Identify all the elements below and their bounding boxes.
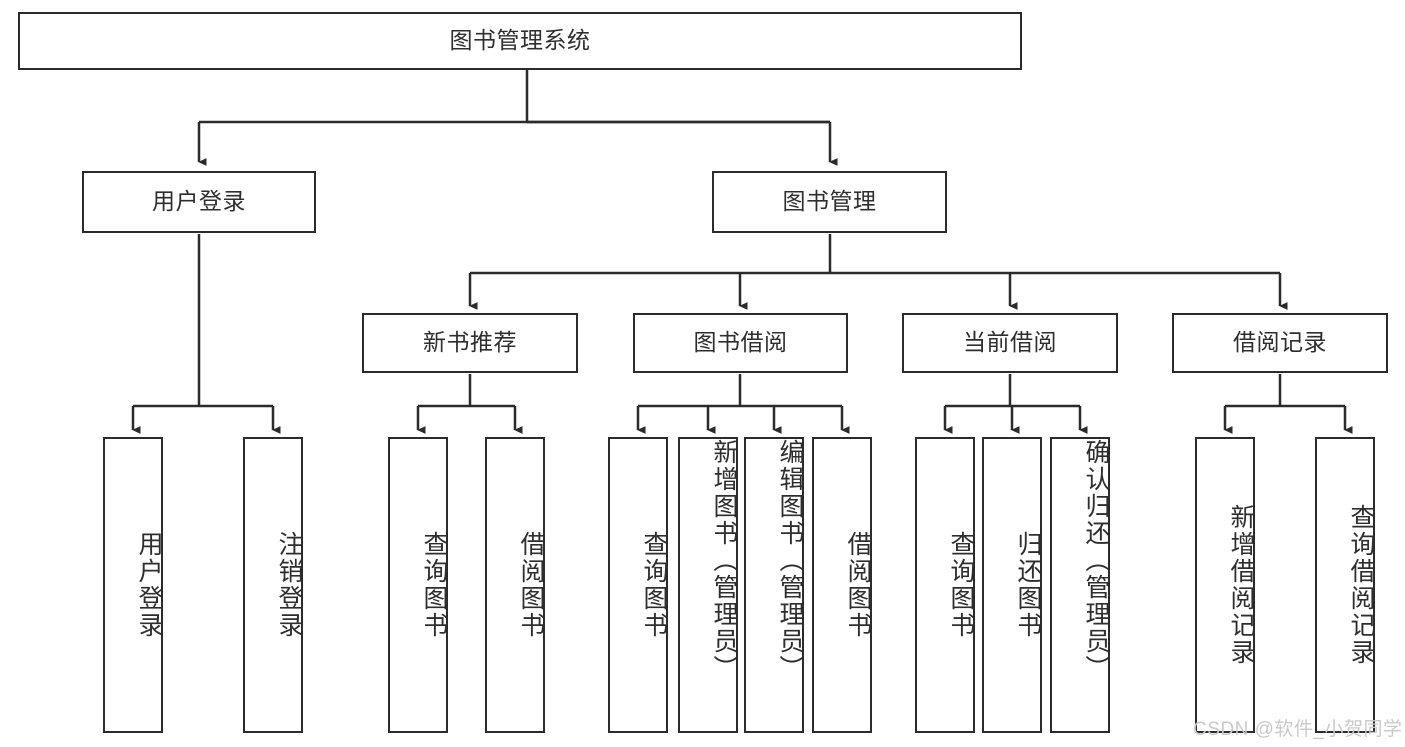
node-label: 编辑图书（管理员） — [776, 439, 804, 682]
watermark-text: CSDN @软件_小贺同学 — [1193, 719, 1403, 740]
node-label: 当前借阅 — [963, 329, 1057, 356]
leaf-user-login[interactable]: 用户登录 — [103, 437, 163, 733]
node-label: 归还图书 — [1014, 531, 1042, 639]
node-book-borrow[interactable]: 图书借阅 — [633, 313, 848, 373]
node-label: 注销登录 — [275, 531, 303, 639]
leaf-edit-book-admin[interactable]: 编辑图书（管理员） — [744, 437, 804, 733]
node-new-book-recommend[interactable]: 新书推荐 — [362, 313, 578, 373]
leaf-add-book-admin[interactable]: 新增图书（管理员） — [678, 437, 738, 733]
node-current-borrow[interactable]: 当前借阅 — [902, 313, 1118, 373]
node-label: 查询图书 — [947, 531, 975, 639]
node-user-login[interactable]: 用户登录 — [82, 171, 316, 233]
leaf-add-borrow-record[interactable]: 新增借阅记录 — [1195, 437, 1255, 733]
leaf-return-book[interactable]: 归还图书 — [982, 437, 1042, 733]
node-label: 查询图书 — [640, 531, 668, 639]
node-label: 借阅图书 — [517, 531, 545, 639]
leaf-logout-login[interactable]: 注销登录 — [243, 437, 303, 733]
node-label: 用户登录 — [152, 188, 246, 215]
node-borrow-record[interactable]: 借阅记录 — [1172, 313, 1388, 373]
leaf-borrow-book[interactable]: 借阅图书 — [812, 437, 872, 733]
node-label: 图书管理 — [782, 188, 877, 215]
node-root-book-management-system[interactable]: 图书管理系统 — [18, 12, 1022, 70]
node-label: 查询借阅记录 — [1347, 504, 1375, 666]
node-label: 查询图书 — [420, 531, 448, 639]
leaf-confirm-return-admin[interactable]: 确认归还（管理员） — [1050, 437, 1110, 733]
node-label: 新增图书（管理员） — [710, 439, 738, 682]
leaf-query-book-current[interactable]: 查询图书 — [915, 437, 975, 733]
node-label: 新书推荐 — [423, 329, 517, 356]
node-book-management[interactable]: 图书管理 — [712, 171, 947, 233]
node-label: 用户登录 — [135, 531, 163, 639]
node-label: 借阅记录 — [1233, 329, 1327, 356]
leaf-query-book-recommend[interactable]: 查询图书 — [388, 437, 448, 733]
leaf-borrow-book-recommend[interactable]: 借阅图书 — [485, 437, 545, 733]
node-label: 图书借阅 — [693, 329, 788, 356]
node-label: 确认归还（管理员） — [1082, 439, 1110, 682]
leaf-query-book-borrow[interactable]: 查询图书 — [608, 437, 668, 733]
node-label: 图书管理系统 — [449, 27, 591, 54]
node-label: 借阅图书 — [844, 531, 872, 639]
leaf-query-borrow-record[interactable]: 查询借阅记录 — [1315, 437, 1375, 733]
node-label: 新增借阅记录 — [1227, 504, 1255, 666]
